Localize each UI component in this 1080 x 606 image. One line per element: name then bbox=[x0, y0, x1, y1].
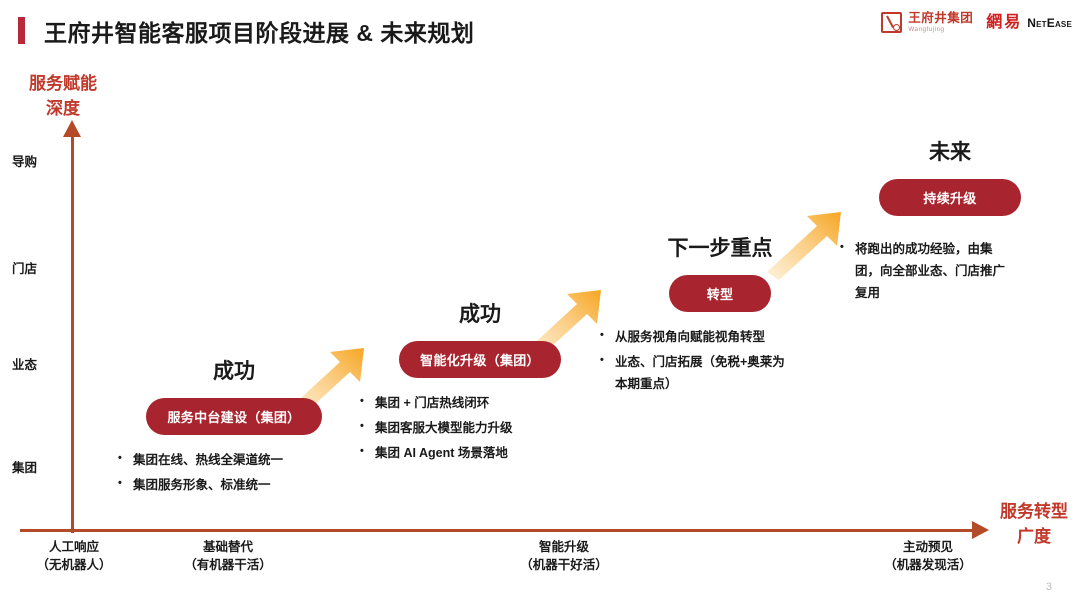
stage-2-bullet-1: 集团客服大模型能力升级 bbox=[360, 417, 600, 440]
x-tick-1-line1: 基础替代 bbox=[202, 540, 253, 554]
x-axis-title: 服务转型 广度 bbox=[988, 500, 1080, 549]
logo-group: 王府井集团 Wangfujing 網易 NetEase bbox=[881, 12, 1072, 33]
stage-1-pill-wrap: 服务中台建设（集团） bbox=[118, 398, 350, 435]
wangfujing-logo-en: Wangfujing bbox=[908, 25, 945, 33]
y-tick-yetai: 业态 bbox=[12, 358, 38, 372]
x-tick-jichu-tidai: 基础替代 （有机器干活） bbox=[148, 538, 308, 574]
stage-2-bullets: 集团 + 门店热线闭环 集团客服大模型能力升级 集团 AI Agent 场景落地 bbox=[360, 392, 600, 465]
x-axis-title-line1: 服务转型 bbox=[1000, 502, 1068, 521]
x-tick-0-line2: （无机器人） bbox=[36, 558, 112, 573]
y-tick-daogou: 导购 bbox=[12, 155, 38, 169]
y-axis-title: 服务赋能 深度 bbox=[8, 72, 118, 121]
stage-2-block: 成功 智能化升级（集团） 集团 + 门店热线闭环 集团客服大模型能力升级 集团 … bbox=[360, 298, 600, 481]
y-tick-jituan: 集团 bbox=[12, 461, 38, 475]
x-axis-arrowhead-icon bbox=[972, 521, 989, 539]
netease-logo-en: NetEase bbox=[1027, 15, 1072, 30]
stage-1-heading: 成功 bbox=[213, 360, 255, 383]
stage-3-bullet-1: 业态、门店拓展（免税+奥莱为本期重点） bbox=[600, 351, 795, 396]
stage-4-bullets: 将跑出的成功经验，由集团，向全部业态、门店推广复用 bbox=[840, 238, 1060, 305]
wangfujing-mark-icon bbox=[881, 12, 903, 33]
stage-3-block: 下一步重点 转型 从服务视角向赋能视角转型 业态、门店拓展（免税+奥莱为本期重点… bbox=[600, 232, 840, 412]
wangfujing-logo-cn: 王府井集团 bbox=[908, 11, 974, 25]
x-tick-2-line2: （机器干好活） bbox=[520, 558, 608, 573]
stage-1-bullets: 集团在线、热线全渠道统一 集团服务形象、标准统一 bbox=[118, 449, 350, 497]
x-tick-2-line1: 智能升级 bbox=[538, 540, 589, 554]
stage-3-pill-wrap: 转型 bbox=[600, 275, 840, 312]
slide-header: 王府井智能客服项目阶段进展 & 未来规划 王府井集团 Wangfujing 網易… bbox=[0, 0, 1080, 58]
wangfujing-logo-text: 王府井集团 Wangfujing bbox=[908, 12, 973, 33]
wangfujing-logo: 王府井集团 Wangfujing bbox=[881, 12, 973, 33]
x-axis-title-line2: 广度 bbox=[1017, 526, 1051, 546]
title-accent-bar bbox=[18, 17, 25, 44]
page-number: 3 bbox=[1045, 581, 1052, 593]
stage-2-bullet-0: 集团 + 门店热线闭环 bbox=[360, 392, 600, 415]
y-axis-line bbox=[71, 133, 74, 533]
y-tick-mendian: 门店 bbox=[12, 262, 38, 276]
stage-1-bullet-1: 集团服务形象、标准统一 bbox=[118, 474, 350, 497]
stage-2-pill-wrap: 智能化升级（集团） bbox=[360, 341, 600, 378]
x-tick-rengong-xiangying: 人工响应 （无机器人） bbox=[0, 538, 154, 574]
y-axis-title-line1: 服务赋能 bbox=[29, 74, 97, 93]
stage-3-pill[interactable]: 转型 bbox=[668, 275, 772, 312]
y-axis-title-line2: 深度 bbox=[46, 98, 80, 118]
netease-logo-cn: 網易 bbox=[986, 13, 1023, 31]
stage-3-heading: 下一步重点 bbox=[667, 237, 773, 260]
stage-1-pill[interactable]: 服务中台建设（集团） bbox=[146, 398, 322, 435]
arrow-stage3-to-stage4-icon bbox=[767, 212, 841, 280]
x-tick-zhineng-shengji: 智能升级 （机器干好活） bbox=[484, 538, 644, 574]
x-tick-3-line1: 主动预见 bbox=[902, 540, 953, 554]
stage-3-bullet-0: 从服务视角向赋能视角转型 bbox=[600, 326, 840, 349]
x-tick-0-line1: 人工响应 bbox=[48, 540, 99, 554]
netease-logo: 網易 NetEase bbox=[986, 13, 1072, 31]
x-tick-zhudong-yujian: 主动预见 （机器发现活） bbox=[848, 538, 1008, 574]
stage-4-block: 未来 持续升级 将跑出的成功经验，由集团，向全部业态、门店推广复用 bbox=[840, 136, 1060, 321]
page-title: 王府井智能客服项目阶段进展 & 未来规划 bbox=[44, 20, 475, 46]
stage-4-heading: 未来 bbox=[929, 141, 971, 164]
stage-2-pill[interactable]: 智能化升级（集团） bbox=[399, 341, 561, 378]
x-tick-3-line2: （机器发现活） bbox=[884, 558, 972, 573]
stage-3-bullets: 从服务视角向赋能视角转型 业态、门店拓展（免税+奥莱为本期重点） bbox=[600, 326, 840, 396]
y-axis-arrowhead-icon bbox=[63, 120, 81, 137]
stage-4-bullet-0: 将跑出的成功经验，由集团，向全部业态、门店推广复用 bbox=[840, 238, 1010, 305]
stage-2-heading: 成功 bbox=[459, 303, 501, 326]
x-axis-line bbox=[20, 529, 978, 532]
x-tick-1-line2: （有机器干活） bbox=[184, 558, 272, 573]
stage-1-bullet-0: 集团在线、热线全渠道统一 bbox=[118, 449, 350, 472]
stage-2-bullet-2: 集团 AI Agent 场景落地 bbox=[360, 442, 600, 465]
stage-1-block: 成功 服务中台建设（集团） 集团在线、热线全渠道统一 集团服务形象、标准统一 bbox=[118, 355, 350, 513]
stage-4-pill[interactable]: 持续升级 bbox=[879, 179, 1021, 216]
stage-4-pill-wrap: 持续升级 bbox=[840, 179, 1060, 216]
